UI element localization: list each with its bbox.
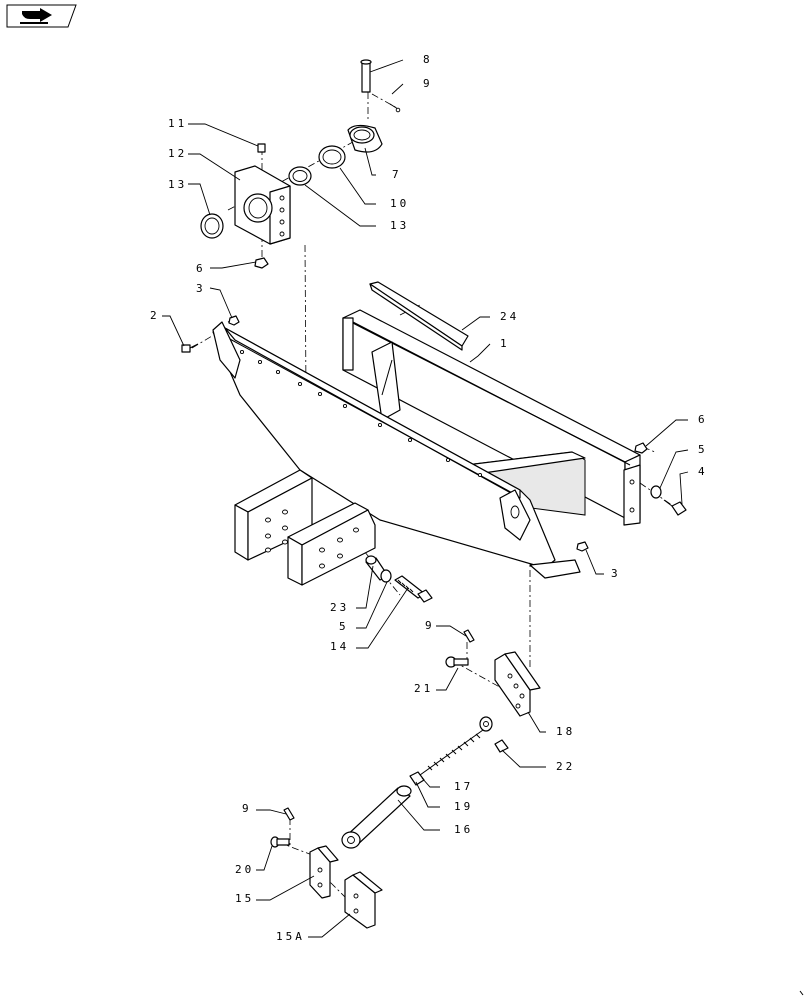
- part-9-cotter-pin-bottom: [283, 807, 295, 821]
- callout-label-c17: 17: [454, 780, 473, 793]
- callout-label-c4: 4: [698, 465, 708, 478]
- part-9-cotter-pin-top: [389, 103, 401, 113]
- part-6-nut-right: [634, 442, 648, 454]
- callout-label-c3b: 3: [611, 567, 621, 580]
- callout-label-c20: 20: [235, 863, 254, 876]
- callout-label-c23: 23: [330, 601, 349, 614]
- part-13-bushing-lower: [200, 213, 224, 239]
- part-13-bushing-upper: [288, 166, 312, 186]
- callout-label-c24: 24: [500, 310, 519, 323]
- callout-label-c18: 18: [556, 725, 575, 738]
- callout-label-c10: 10: [390, 197, 409, 210]
- bracket-holes-left: [265, 509, 288, 553]
- main-frame: [212, 309, 641, 586]
- part-22-bolt: [494, 739, 509, 753]
- part-4-bolt-right: [663, 499, 687, 516]
- part-9-cotter-pin-mid: [463, 629, 475, 643]
- corner-mark: [799, 990, 804, 996]
- part-21-pin: [445, 656, 469, 668]
- part-6-nut-top: [254, 257, 269, 269]
- frame-holes: [239, 349, 483, 478]
- part-11-bolt: [257, 143, 266, 153]
- part-10-washer: [318, 145, 346, 169]
- part-18-bracket: [494, 651, 541, 717]
- callout-label-c22: 22: [556, 760, 575, 773]
- callout-label-c6a: 6: [196, 262, 206, 275]
- callout-label-c9b: 9: [425, 619, 435, 632]
- part-14-bolt: [394, 575, 433, 603]
- callout-label-c9c: 9: [242, 802, 252, 815]
- callout-label-c7: 7: [392, 168, 402, 181]
- callout-label-c6b: 6: [698, 413, 708, 426]
- part-24-angle-strip: [369, 281, 469, 351]
- callout-label-c13a: 13: [168, 178, 187, 191]
- part-3-nut-lower: [576, 541, 589, 552]
- callout-label-c8: 8: [423, 53, 433, 66]
- part-7-bushing: [347, 124, 383, 153]
- part-17-threaded-rod: [419, 716, 493, 776]
- callout-label-c16: 16: [454, 823, 473, 836]
- part-15-bracket: [309, 845, 339, 899]
- callout-label-c3a: 3: [196, 282, 206, 295]
- callout-label-c5b: 5: [339, 620, 349, 633]
- part-20-pin: [270, 836, 290, 848]
- part-8-pin: [360, 59, 372, 93]
- part-5-washer-right: [650, 485, 662, 499]
- part-3-nut-upper: [228, 315, 240, 326]
- callout-label-c21: 21: [414, 682, 433, 695]
- forward-book-icon[interactable]: [6, 4, 77, 28]
- callout-label-c1: 1: [500, 337, 510, 350]
- part-12-pivot-bracket: [234, 165, 291, 245]
- part-5-washer-lower: [380, 569, 392, 583]
- part-16-turnbuckle-body: [341, 785, 412, 849]
- callout-label-c13b: 13: [390, 219, 409, 232]
- part-15a-bracket: [344, 871, 383, 929]
- callout-label-c12: 12: [168, 147, 187, 160]
- callout-label-c11: 11: [168, 117, 187, 130]
- bracket-holes-right: [319, 527, 359, 569]
- callout-label-c15: 15: [235, 892, 254, 905]
- callout-label-c2: 2: [150, 309, 160, 322]
- part-2-bolt: [181, 343, 199, 353]
- callout-label-c9a: 9: [423, 77, 433, 90]
- callout-label-c14: 14: [330, 640, 349, 653]
- leader-lines: [162, 59, 689, 938]
- callout-label-c5a: 5: [698, 443, 708, 456]
- callout-label-c19: 19: [454, 800, 473, 813]
- callout-label-c15a: 15A: [276, 930, 305, 943]
